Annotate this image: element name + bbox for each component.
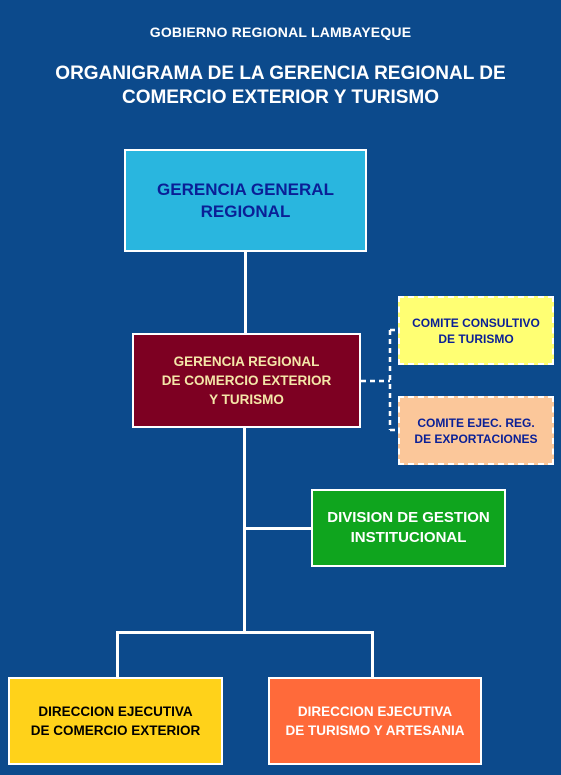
node-label-line: DIRECCION EJECUTIVA	[38, 704, 193, 719]
node-comite-exportaciones: COMITE EJEC. REG. DE EXPORTACIONES	[398, 396, 554, 465]
node-label-line: GERENCIA REGIONAL	[173, 354, 320, 369]
node-label-line: DE TURISMO Y ARTESANIA	[285, 723, 465, 738]
node-gerencia-regional: GERENCIA REGIONAL DE COMERCIO EXTERIOR Y…	[132, 333, 361, 428]
node-label-line: GERENCIA GENERAL	[157, 179, 334, 199]
connector-to-division	[243, 527, 311, 530]
title-line-2: COMERCIO EXTERIOR Y TURISMO	[121, 87, 440, 108]
node-label-line: DIRECCION EJECUTIVA	[297, 704, 453, 719]
government-name: GOBIERNO REGIONAL LAMBAYEQUE	[149, 24, 412, 40]
node-division-gestion-institucional: DIVISION DE GESTION INSTITUCIONAL	[311, 489, 506, 567]
connector-to-dir-turismo	[371, 631, 374, 677]
node-label-line: DE COMERCIO EXTERIOR	[161, 373, 332, 388]
node-label-line: COMITE CONSULTIVO	[412, 315, 540, 330]
node-label-line: DE TURISMO	[438, 331, 514, 346]
node-direccion-turismo-artesania: DIRECCION EJECUTIVA DE TURISMO Y ARTESAN…	[268, 677, 482, 765]
node-direccion-comercio-exterior: DIRECCION EJECUTIVA DE COMERCIO EXTERIOR	[8, 677, 223, 765]
node-label-line: REGIONAL	[200, 201, 291, 221]
node-gerencia-general-regional: GERENCIA GENERAL REGIONAL	[124, 149, 367, 252]
node-comite-consultivo-turismo: COMITE CONSULTIVO DE TURISMO	[398, 296, 554, 365]
connector-to-dir-comercio	[116, 631, 119, 677]
node-label-line: Y TURISMO	[209, 392, 284, 407]
node-label-line: DIVISION DE GESTION	[327, 509, 490, 526]
title-line-1: ORGANIGRAMA DE LA GERENCIA REGIONAL DE	[55, 63, 506, 84]
node-label-line: INSTITUCIONAL	[350, 529, 467, 546]
connector-bottom-bar	[116, 631, 374, 634]
node-label-line: DE COMERCIO EXTERIOR	[30, 723, 201, 738]
node-label-line: COMITE EJEC. REG.	[417, 415, 535, 430]
connector-general-to-regional	[244, 252, 247, 333]
connector-regional-trunk	[243, 428, 246, 633]
node-label-line: DE EXPORTACIONES	[414, 431, 538, 446]
page-title: ORGANIGRAMA DE LA GERENCIA REGIONAL DE C…	[0, 62, 561, 110]
